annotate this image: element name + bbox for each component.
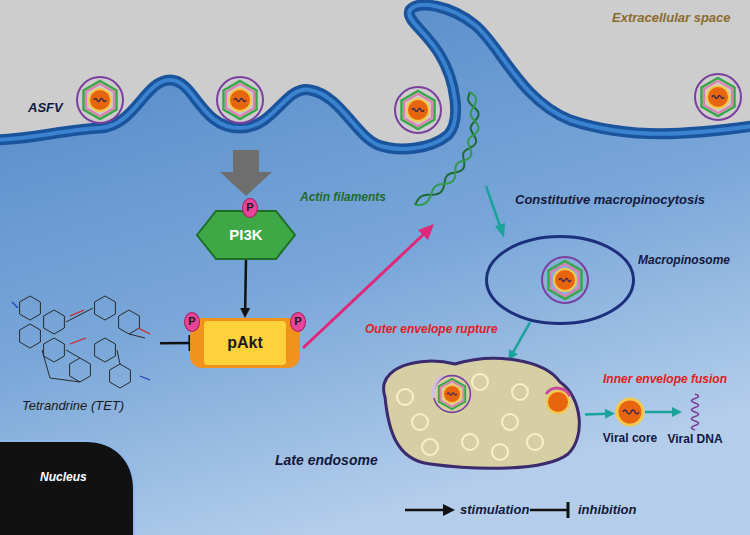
ring	[95, 296, 116, 320]
ruptured-envelope	[433, 376, 442, 398]
process-label: Constitutive macropinocytosis	[515, 192, 705, 208]
actin-label: Actin filaments	[300, 190, 386, 204]
ring	[119, 310, 140, 334]
intraluminal-vesicle	[502, 414, 518, 430]
ring	[44, 310, 65, 334]
arrowhead	[605, 409, 615, 419]
connector-line	[244, 260, 247, 310]
intraluminal-vesicle	[422, 439, 438, 455]
virus-particle	[542, 257, 588, 303]
intraluminal-vesicle	[472, 374, 488, 390]
dna-coil	[692, 394, 699, 430]
connector-line	[645, 411, 674, 414]
node-label: P	[188, 315, 195, 328]
vesicle-membrane	[487, 237, 634, 324]
virus-label: ASFV	[28, 100, 63, 116]
node-label: P	[294, 315, 301, 328]
hexagon	[197, 211, 295, 259]
connector-line	[585, 412, 607, 415]
nucleus-region: Nucleus	[0, 440, 135, 535]
kinase-hexagon: PI3KP	[196, 210, 296, 260]
ring	[44, 338, 65, 362]
kinase-box: pAkt P P	[190, 318, 300, 368]
node-label: Tetrandrine (TET)	[22, 398, 124, 414]
connector	[240, 260, 250, 318]
pill-body	[204, 321, 286, 365]
intraluminal-vesicle	[412, 414, 428, 430]
endosome-compartment-outline	[360, 352, 585, 472]
drug-molecule: Tetrandrine (TET)	[10, 288, 160, 423]
arrowhead	[240, 308, 250, 318]
endosome-compartment: Late endosome	[360, 352, 585, 472]
step-label: Inner envelope fusion	[603, 372, 727, 386]
core-circle	[617, 399, 643, 425]
viral-dna: Viral DNA	[682, 392, 708, 432]
ring	[110, 364, 131, 388]
intraluminal-vesicle	[397, 389, 413, 405]
pill-ends	[190, 318, 300, 368]
intraluminal-vesicle	[512, 384, 528, 400]
legend-text: inhibition	[578, 502, 636, 518]
actin-filament	[415, 92, 479, 205]
connector	[585, 409, 615, 419]
nitrogen-bond	[12, 302, 150, 380]
phospho-circle: P	[184, 312, 200, 332]
bond	[42, 308, 145, 382]
core-dna	[623, 410, 639, 414]
arrowhead	[672, 407, 682, 417]
macropinosome-vesicle: Macropinosome	[485, 235, 635, 325]
intraluminal-vesicle	[492, 444, 508, 460]
ring	[20, 296, 41, 320]
phospho-circle: P	[290, 312, 306, 332]
step-label: Outer envelope rupture	[365, 322, 498, 336]
fusing-envelope	[546, 388, 570, 396]
node-label: pAkt	[227, 333, 263, 352]
ring	[95, 338, 116, 362]
node-label: Macropinosome	[638, 253, 730, 267]
node-label: P	[246, 201, 253, 214]
ring	[70, 358, 91, 382]
intraluminal-vesicle	[527, 434, 543, 450]
connector	[509, 322, 531, 360]
node-label: Late endosome	[275, 452, 378, 469]
nucleus-body	[0, 441, 134, 535]
connector	[645, 407, 682, 417]
connector	[160, 335, 190, 351]
node-label: PI3K	[229, 226, 262, 244]
actin-filament	[415, 92, 479, 205]
virus-particle	[434, 376, 471, 413]
ring	[20, 324, 41, 348]
viral-core: Viral core	[615, 397, 645, 427]
endosome-membrane	[384, 358, 580, 468]
viral-dna-outline	[682, 392, 708, 432]
oxygen-bond	[70, 310, 150, 344]
connector-line	[512, 322, 530, 353]
legend-text: stimulation	[460, 502, 529, 518]
macropinosome-vesicle-outline	[485, 235, 635, 325]
node-label: Nucleus	[40, 470, 87, 484]
intraluminal-vesicle	[462, 434, 478, 450]
viral-core-outline	[615, 397, 645, 427]
nucleus-region-outline	[0, 440, 135, 535]
node-label: Viral DNA	[667, 432, 722, 446]
fusing-core	[547, 391, 569, 413]
phospho-circle: P	[242, 198, 258, 218]
region-label: Extracellular space	[612, 10, 731, 26]
node-label: Viral core	[603, 431, 657, 445]
connector-line	[160, 342, 190, 345]
